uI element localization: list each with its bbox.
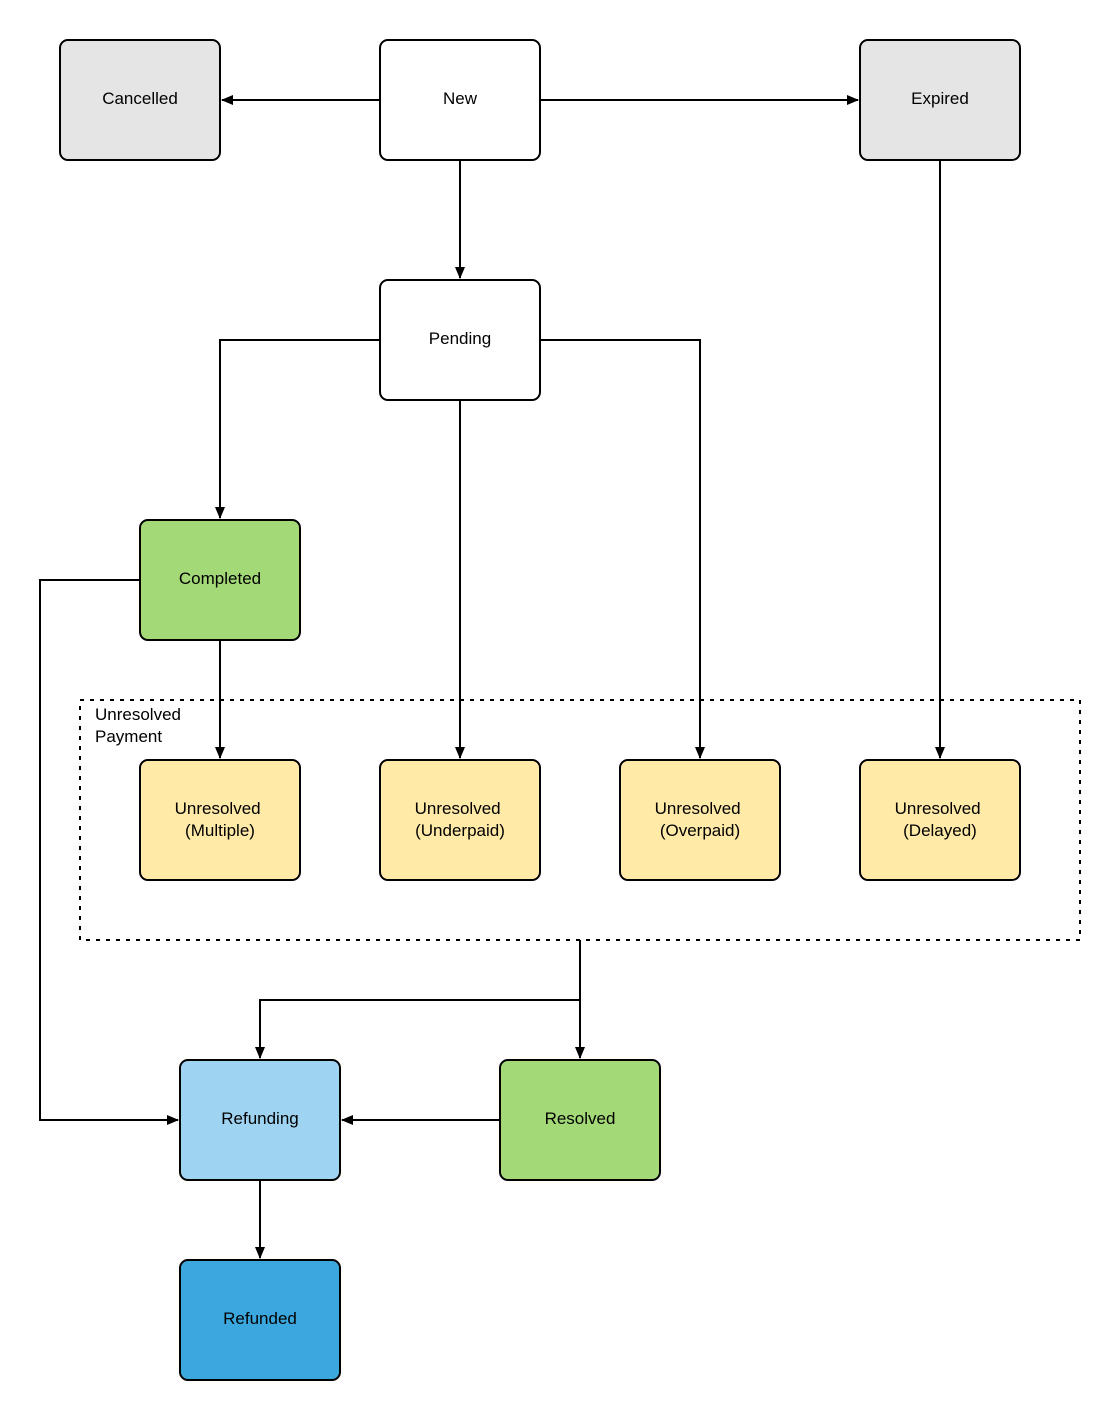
node-unresolved-multiple-label: Unresolved (Multiple) — [175, 799, 266, 840]
node-pending-label: Pending — [429, 329, 491, 348]
node-unresolved-overpaid-label: Unresolved (Overpaid) — [655, 799, 746, 840]
node-refunding-label: Refunding — [221, 1109, 299, 1128]
node-new-label: New — [443, 89, 478, 108]
node-unresolved-delayed: Unresolved (Delayed) — [859, 759, 1021, 881]
edge-pending-to-unresolved-overpaid — [540, 339, 705, 759]
node-resolved-label: Resolved — [545, 1109, 616, 1128]
node-unresolved-overpaid: Unresolved (Overpaid) — [619, 759, 781, 881]
node-unresolved-delayed-label: Unresolved (Delayed) — [895, 799, 986, 840]
group-label: Unresolved Payment — [95, 705, 186, 746]
node-refunded: Refunded — [179, 1259, 341, 1381]
node-pending: Pending — [379, 279, 541, 401]
edges — [39, 95, 945, 1259]
nodes: Cancelled New Expired Pending Completed — [59, 39, 1021, 1381]
node-unresolved-underpaid-label: Unresolved (Underpaid) — [415, 799, 506, 840]
node-unresolved-underpaid: Unresolved (Underpaid) — [379, 759, 541, 881]
edge-pending-to-completed — [215, 339, 380, 519]
node-cancelled: Cancelled — [59, 39, 221, 161]
node-unresolved-multiple: Unresolved (Multiple) — [139, 759, 301, 881]
node-cancelled-label: Cancelled — [102, 89, 178, 108]
node-expired: Expired — [859, 39, 1021, 161]
node-new: New — [379, 39, 541, 161]
node-resolved: Resolved — [499, 1059, 661, 1181]
node-completed-label: Completed — [179, 569, 261, 588]
node-refunded-label: Refunded — [223, 1309, 297, 1328]
edge-completed-to-refunding — [39, 579, 179, 1125]
node-expired-label: Expired — [911, 89, 969, 108]
edge-group-to-refunding — [255, 999, 580, 1059]
node-completed: Completed — [139, 519, 301, 641]
node-refunding: Refunding — [179, 1059, 341, 1181]
